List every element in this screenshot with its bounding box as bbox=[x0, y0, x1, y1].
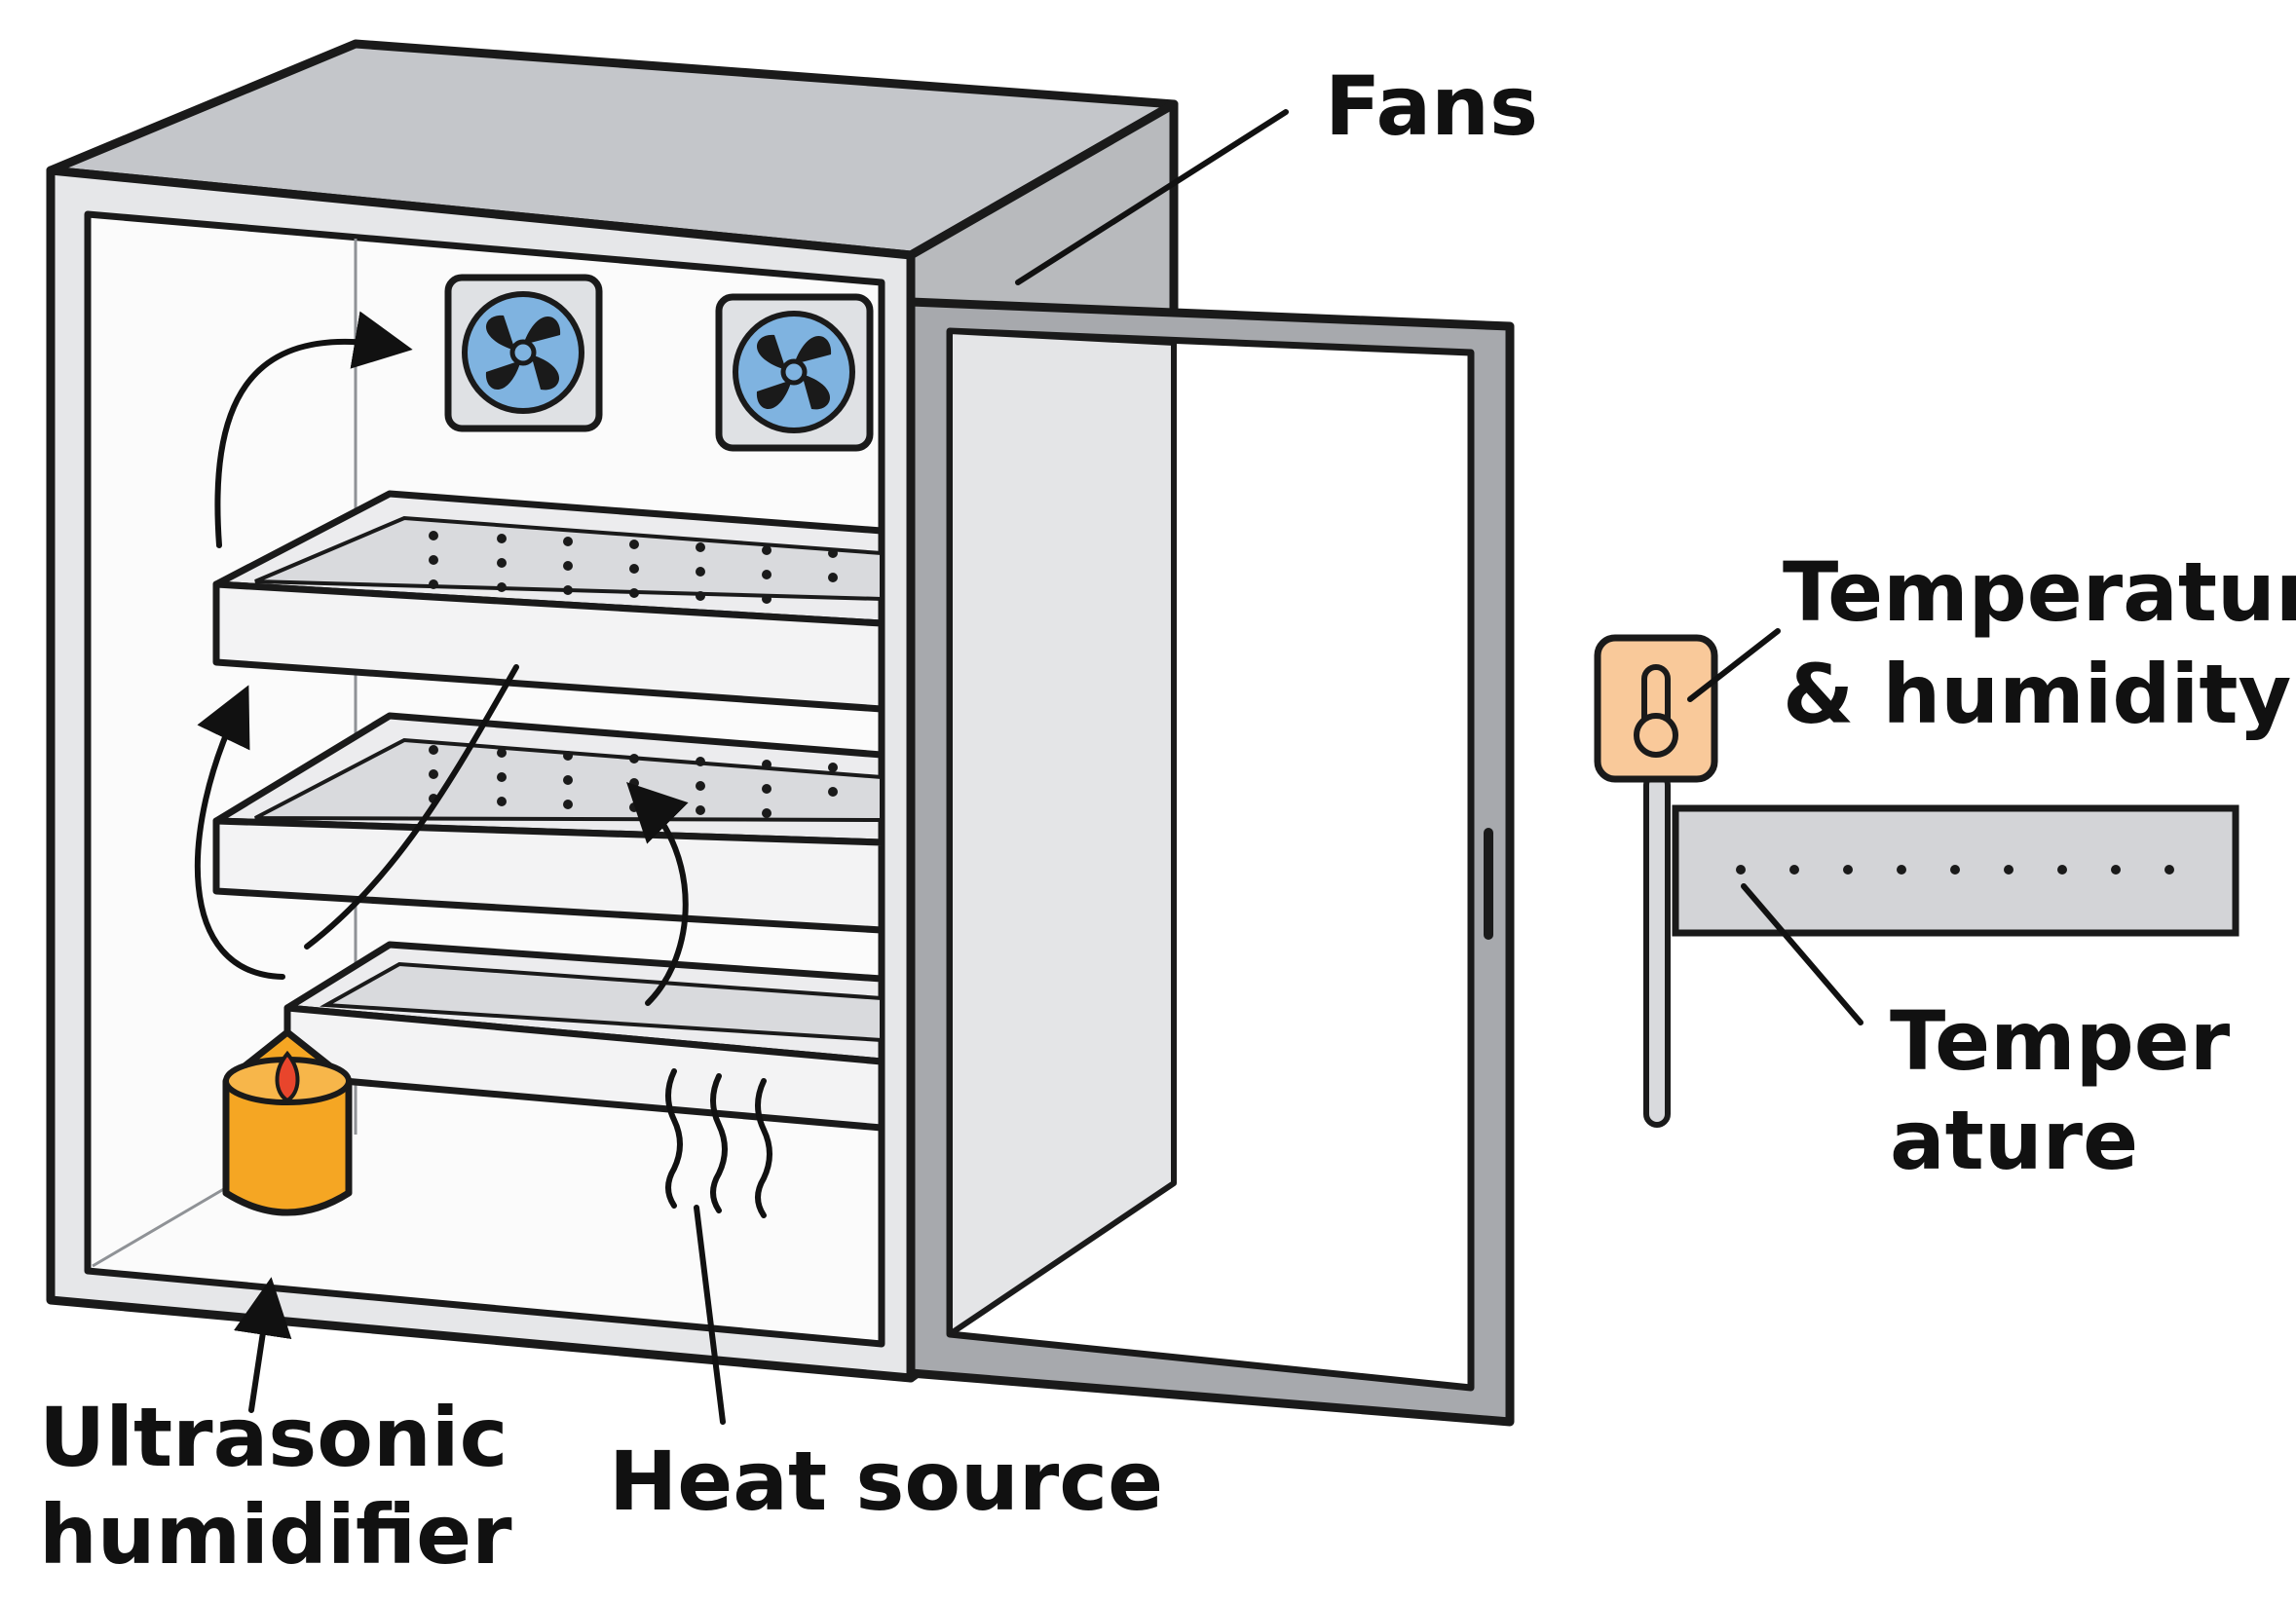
flame-icon bbox=[275, 1050, 300, 1103]
airflow-arrows bbox=[194, 311, 689, 1006]
airflow-arrow-top bbox=[214, 311, 413, 548]
interior-floor-edge bbox=[92, 1181, 235, 1268]
airflow-arrow-center bbox=[626, 782, 689, 1006]
label-temp-humidity-2: & humidity bbox=[1783, 647, 2291, 742]
temperature-probe-rod bbox=[1643, 771, 1671, 1128]
fan-right bbox=[715, 293, 874, 452]
label-temperature-1: Temper bbox=[1890, 993, 2231, 1089]
tray-vent-holes bbox=[429, 531, 838, 604]
label-heat-source: Heat source bbox=[609, 1434, 1163, 1529]
temperature-bar-dots bbox=[1736, 865, 2174, 875]
label-fans: Fans bbox=[1325, 58, 1538, 154]
fan-icon bbox=[462, 291, 584, 414]
heat-waves-icon bbox=[665, 1068, 772, 1218]
fan-icon bbox=[733, 311, 855, 433]
leader-temp-humidity bbox=[1687, 628, 1781, 702]
leader-temperature bbox=[1741, 883, 1863, 1025]
fan-left bbox=[444, 274, 603, 432]
airflow-arrow-left bbox=[194, 685, 285, 980]
leader-fans bbox=[1015, 109, 1289, 285]
cabinet-door bbox=[906, 297, 1515, 1427]
thermometer-icon bbox=[1594, 634, 1718, 783]
leader-heat-source bbox=[694, 1205, 726, 1425]
door-handle bbox=[1484, 828, 1493, 940]
label-temperature-2: ature bbox=[1890, 1093, 2138, 1188]
ultrasonic-humidifier bbox=[222, 1028, 353, 1216]
label-humidifier-2: humidifier bbox=[39, 1487, 512, 1583]
door-inner-panel bbox=[947, 328, 1177, 1337]
airflow-arrow-diagonal bbox=[304, 664, 519, 950]
leader-humidifier bbox=[233, 1277, 292, 1413]
tray-top bbox=[212, 490, 885, 713]
label-humidifier-1: Ultrasonic bbox=[39, 1390, 508, 1485]
tray-middle bbox=[212, 712, 885, 934]
leader-lines bbox=[233, 109, 1863, 1425]
